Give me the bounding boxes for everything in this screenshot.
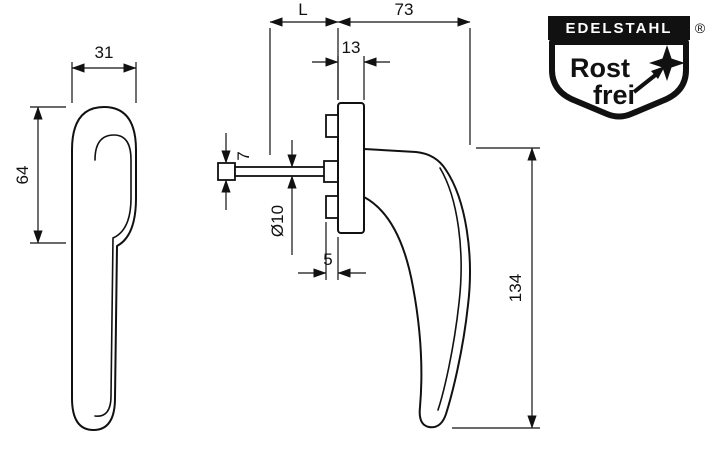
dim-label-31: 31 — [95, 43, 114, 62]
spindle-bar — [234, 166, 339, 177]
logo-banner — [548, 16, 690, 40]
dimension-width-31: 31 — [71, 43, 137, 103]
side-view: L 73 13 7 — [217, 0, 540, 429]
dim-label-73: 73 — [395, 0, 414, 19]
dimension-offset-5: 5 — [298, 222, 366, 280]
dimension-spindle-7: 7 — [221, 133, 253, 210]
logo-shield — [549, 39, 689, 120]
dimension-height-134: 134 — [452, 147, 540, 429]
handle-front-outline — [71, 106, 137, 431]
dim-label-7: 7 — [234, 151, 253, 160]
handle-front-inner-contour — [94, 134, 132, 417]
screw-boss-bottom — [325, 195, 339, 219]
logo-banner-label: EDELSTAHL — [566, 20, 673, 37]
dimension-plate-13: 13 — [312, 38, 390, 100]
dim-label-134: 134 — [506, 274, 525, 302]
logo-word-frei: frei — [593, 80, 635, 110]
rostfrei-logo: EDELSTAHL ® Rost frei — [548, 16, 706, 120]
screw-boss-top — [325, 114, 339, 138]
dimension-depth-73: 73 — [337, 0, 471, 145]
dimension-height-64: 64 — [13, 106, 66, 244]
rosette-plate — [337, 102, 365, 234]
spindle-collar — [323, 160, 339, 183]
front-view: 31 64 — [13, 43, 137, 431]
logo-word-rost: Rost — [570, 53, 630, 83]
dimension-diameter-10: Ø10 — [268, 140, 297, 255]
dim-label-diameter-10: Ø10 — [268, 205, 287, 237]
dim-label-5: 5 — [323, 250, 332, 269]
spindle-end-square — [217, 162, 236, 181]
dim-label-64: 64 — [13, 166, 32, 185]
registered-trademark-symbol: ® — [695, 20, 706, 36]
handle-side-inner-contour — [437, 167, 462, 411]
dim-label-l: L — [298, 0, 307, 19]
dim-label-13: 13 — [342, 38, 361, 57]
star-arrow-icon — [632, 45, 685, 94]
handle-side-outline — [363, 148, 471, 429]
